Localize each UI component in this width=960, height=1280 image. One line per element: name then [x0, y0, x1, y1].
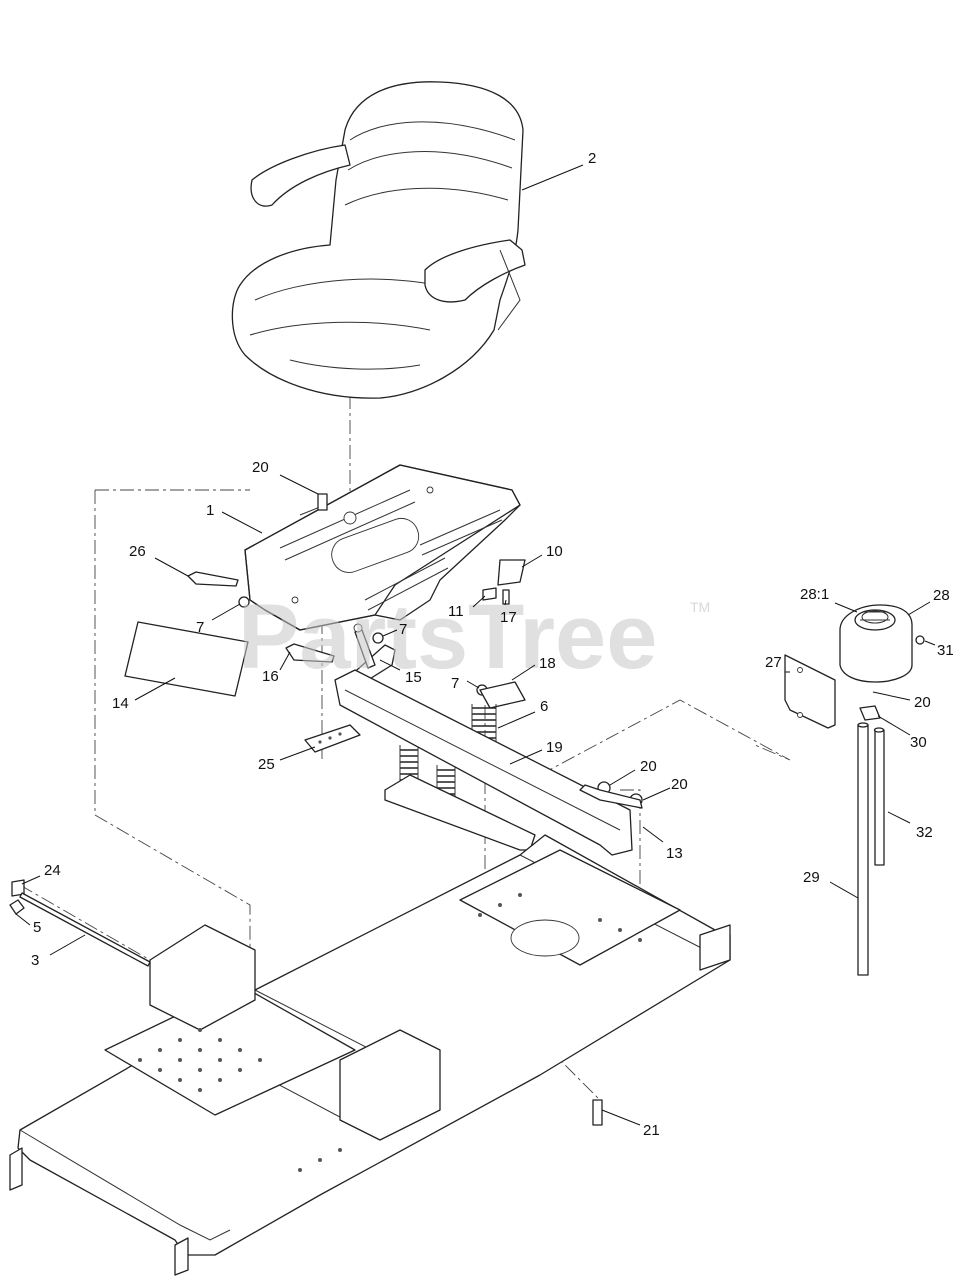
callout-7: 7	[451, 675, 459, 692]
callout-30: 30	[910, 734, 927, 751]
bolt-26	[187, 571, 239, 587]
callout-32: 32	[916, 824, 933, 841]
bolt-16	[285, 643, 335, 663]
callout-17: 17	[500, 609, 517, 626]
spring-left-a	[399, 745, 419, 786]
chassis-frame	[9, 834, 731, 1276]
pin-5	[9, 899, 25, 915]
callout-11: 11	[448, 603, 464, 620]
watermark-tm: TM	[690, 599, 710, 615]
callout-20: 20	[640, 758, 657, 775]
bracket-27[interactable]	[784, 654, 836, 729]
frame-holes	[138, 893, 642, 1172]
hose-32[interactable]	[873, 727, 885, 866]
callout-28-1: 28:1	[800, 586, 829, 603]
left-armrest	[250, 144, 351, 207]
seat[interactable]	[231, 81, 526, 399]
callout-5: 5	[33, 919, 41, 936]
callout-10: 10	[546, 543, 563, 560]
callout-6: 6	[540, 698, 548, 715]
nut-7-left	[238, 596, 250, 608]
left-pivot-bracket	[149, 924, 256, 1031]
leader-lines	[15, 164, 936, 1126]
callout-19: 19	[546, 739, 563, 756]
callout-27: 27	[765, 654, 782, 671]
callout-3: 3	[31, 952, 39, 969]
callout-18: 18	[539, 655, 556, 672]
callout-labels: 2 20 1 26 10 11 17 7 7 7 14 16 15 18 6 1…	[31, 150, 954, 1139]
callout-24: 24	[44, 862, 61, 879]
callout-7: 7	[399, 621, 407, 638]
decal-18[interactable]	[479, 681, 526, 709]
bracket-13[interactable]	[579, 784, 643, 809]
bolt-20-top	[317, 493, 328, 511]
callout-13: 13	[666, 845, 683, 862]
watermark: PartsTree TM	[238, 586, 710, 688]
callout-20: 20	[252, 459, 269, 476]
nut-7-center	[372, 632, 384, 644]
callout-20: 20	[914, 694, 931, 711]
bracket-10	[497, 559, 526, 586]
hose-29[interactable]	[857, 722, 869, 976]
callout-7: 7	[196, 619, 204, 636]
bushing-11	[482, 587, 497, 601]
callout-16: 16	[262, 668, 279, 685]
callout-14: 14	[112, 695, 129, 712]
seat-plate[interactable]	[244, 464, 521, 631]
bolt-17	[502, 589, 510, 605]
clamp-30[interactable]	[859, 705, 881, 721]
callout-29: 29	[803, 869, 820, 886]
callout-25: 25	[258, 756, 275, 773]
callout-31: 31	[937, 642, 954, 659]
callout-15: 15	[405, 669, 422, 686]
callout-1: 1	[206, 502, 214, 519]
callout-26: 26	[129, 543, 146, 560]
decal-14[interactable]	[124, 621, 249, 697]
callout-20: 20	[671, 776, 688, 793]
bolt-21	[592, 1099, 603, 1126]
reservoir-tank-28[interactable]	[839, 604, 925, 683]
right-armrest	[424, 239, 526, 303]
callout-28: 28	[933, 587, 950, 604]
right-pivot-bracket	[339, 1029, 441, 1141]
callout-2: 2	[588, 150, 596, 167]
watermark-text: PartsTree	[238, 586, 657, 688]
seat-mount-bar-19[interactable]	[334, 669, 633, 856]
rod-3[interactable]	[19, 892, 151, 967]
callout-21: 21	[643, 1122, 660, 1139]
